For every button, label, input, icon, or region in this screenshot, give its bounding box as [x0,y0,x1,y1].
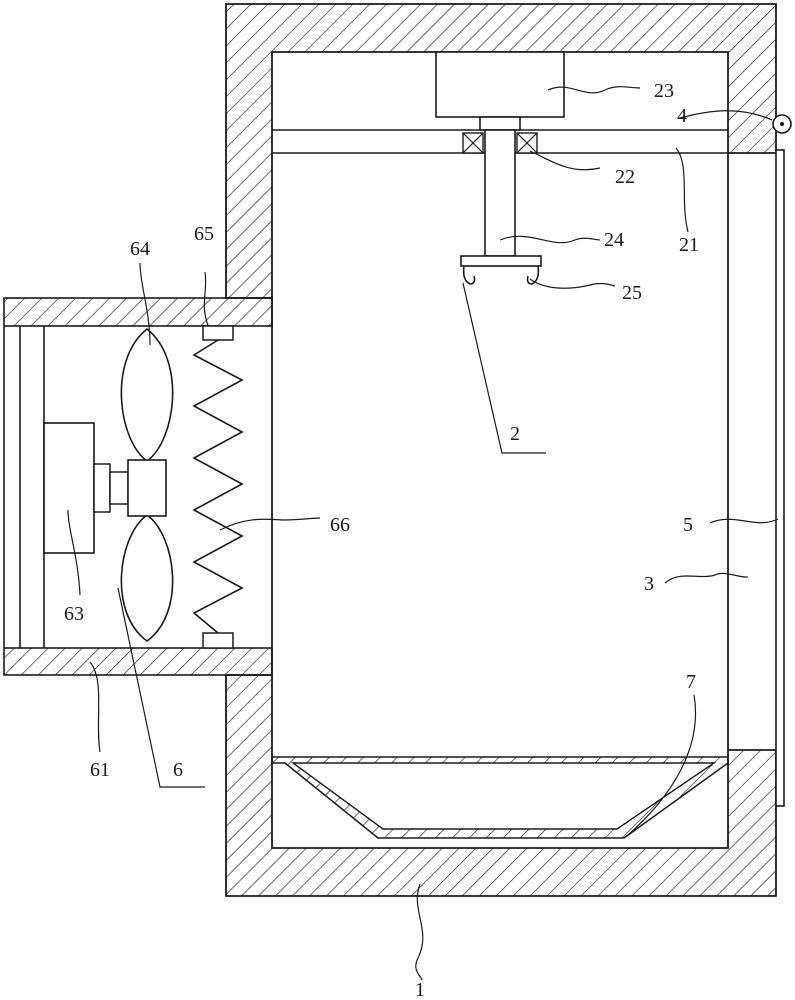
filter-mount-bottom [202,632,234,649]
label-22: 22 [615,166,635,188]
label-65: 65 [194,223,214,245]
fan-motor [43,422,95,554]
label-66: 66 [330,514,350,536]
label-24: 24 [604,229,624,251]
leader-lines [67,86,779,981]
label-7: 7 [686,671,696,693]
label-61: 61 [90,759,110,781]
label-3: 3 [644,573,654,595]
label-63: 63 [64,603,84,625]
collection-tray [271,756,729,839]
fan-blade-lower [120,514,174,642]
label-1: 1 [415,979,425,1000]
label-5: 5 [683,514,693,536]
drive-assembly [272,51,728,285]
label-6: 6 [173,759,183,781]
label-23: 23 [654,80,674,102]
label-64: 64 [130,238,150,260]
zigzag-filter [192,339,244,634]
duct-bottom-wall [3,647,273,676]
side-door [772,114,792,807]
label-4: 4 [677,105,687,127]
shaft [484,129,516,257]
duct-top-wall [3,297,273,327]
reference-labels: 23 4 22 21 24 25 2 5 3 7 1 65 64 66 63 6… [64,80,699,1000]
motor [435,51,565,118]
fan-hub [127,459,167,517]
fan-duct [3,297,273,676]
filter-mount-top [202,325,234,341]
gripper-plate [460,255,542,267]
fan-blade-upper [120,327,174,462]
label-21: 21 [679,234,699,256]
label-2: 2 [510,423,520,445]
label-25: 25 [622,282,642,304]
